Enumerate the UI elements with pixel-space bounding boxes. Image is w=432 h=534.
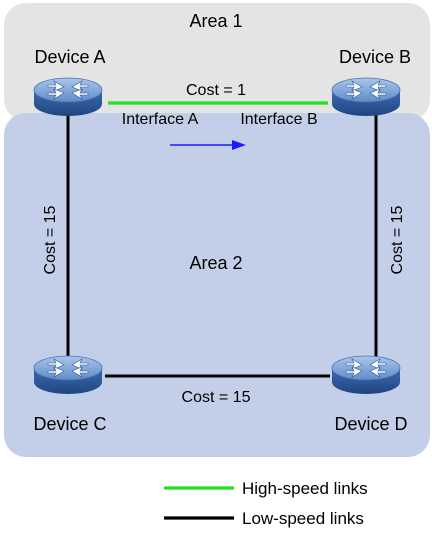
area1-label: Area 1 <box>189 11 242 31</box>
device-a-label: Device A <box>34 47 105 67</box>
legend-label-high-speed: High-speed links <box>242 479 368 498</box>
device-c-label: Device C <box>33 414 106 434</box>
area2-region <box>4 113 430 457</box>
area1-region <box>4 3 430 121</box>
cost-label-c-d: Cost = 15 <box>182 389 251 406</box>
legend: High-speed links Low-speed links <box>164 479 368 528</box>
cost-label-a-b: Cost = 1 <box>186 82 246 99</box>
device-b-label: Device B <box>339 47 411 67</box>
device-d-label: Device D <box>334 414 407 434</box>
direction-arrow-icon <box>170 140 246 150</box>
cost-label-a-c: Cost = 15 <box>42 205 59 274</box>
router-icon-device-d <box>331 355 401 395</box>
router-icon-device-b <box>331 77 401 117</box>
legend-label-low-speed: Low-speed links <box>242 509 364 528</box>
interface-a-label: Interface A <box>122 111 199 128</box>
cost-label-b-d: Cost = 15 <box>389 205 406 274</box>
router-icon-device-c <box>33 355 103 395</box>
area2-label: Area 2 <box>189 253 242 273</box>
router-icon-device-a <box>33 77 103 117</box>
interface-b-label: Interface B <box>240 111 317 128</box>
